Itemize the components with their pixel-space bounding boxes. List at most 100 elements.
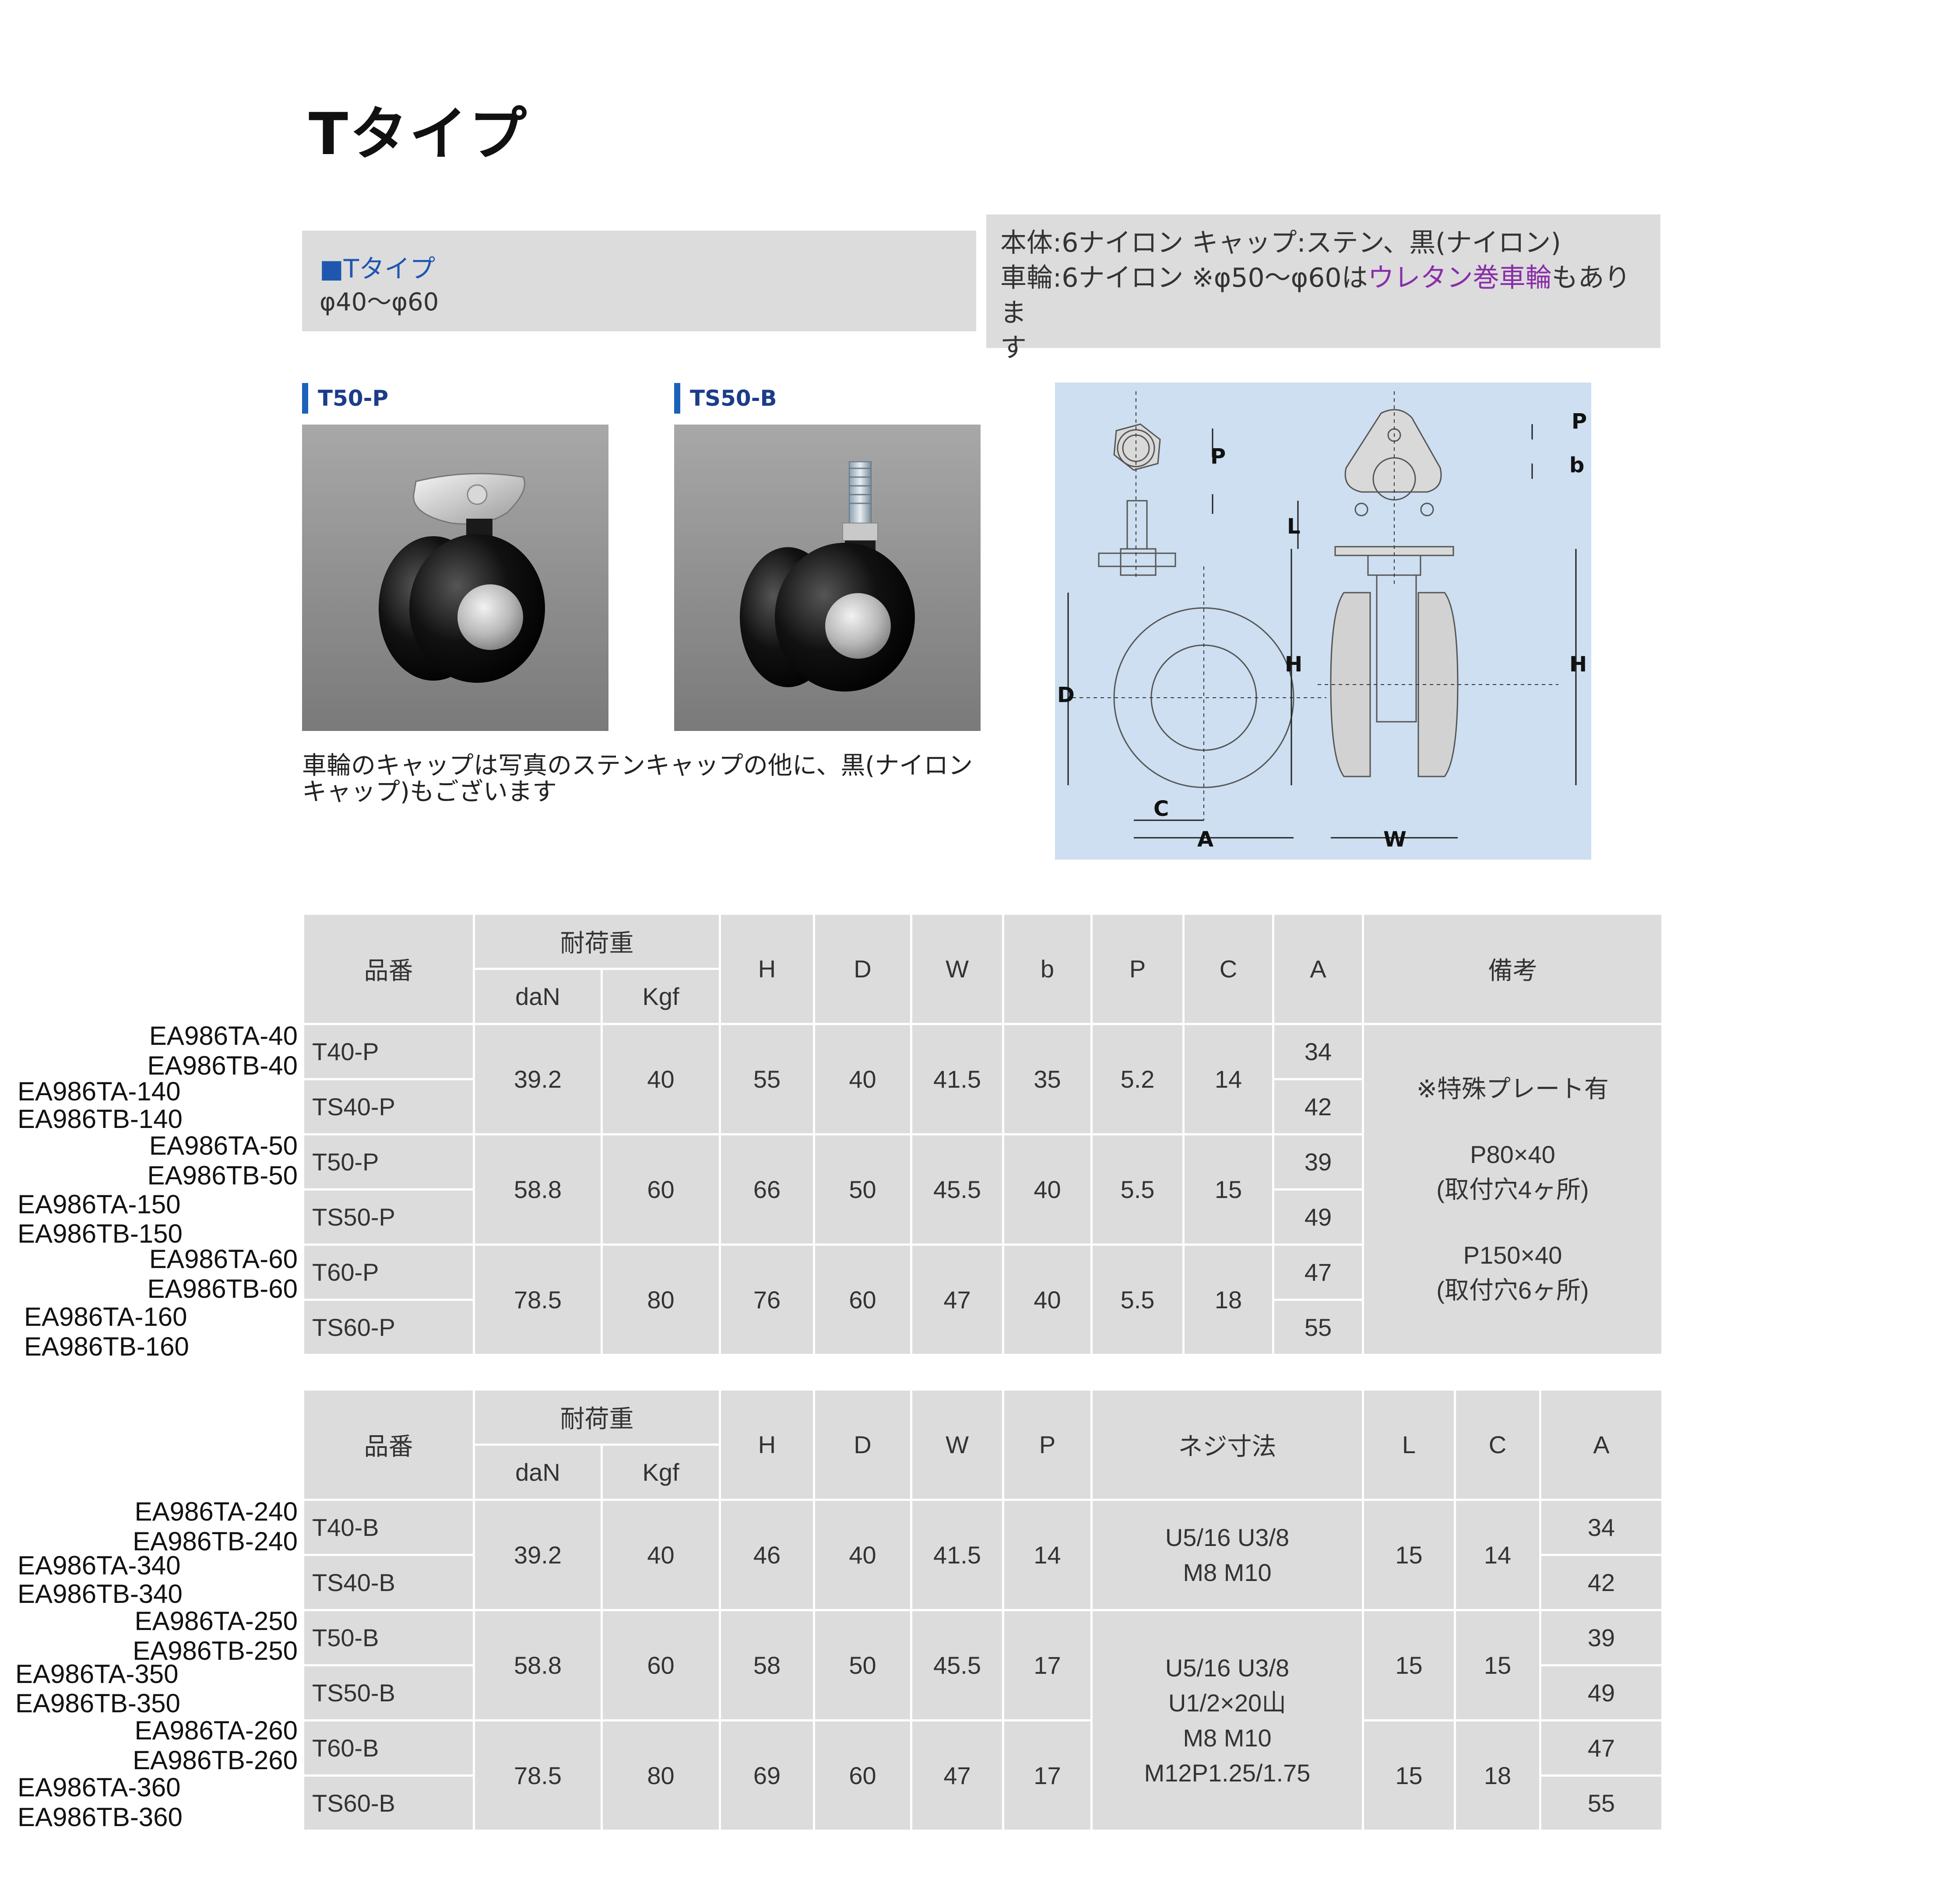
d-cell: 60 xyxy=(813,1719,912,1832)
part-number: EA986TB-250 xyxy=(133,1636,298,1665)
table-row: T50-B 58.8 60 58 50 45.5 17 U5/16 U3/8 U… xyxy=(302,1609,1663,1832)
material-line-2: 車輪:6ナイロン ※φ50〜φ60はウレタン巻車輪もありま xyxy=(1000,260,1648,330)
hdr-l: L xyxy=(1362,1388,1456,1501)
table-row: T50-P 58.8 60 66 50 45.5 40 5.5 15 39 xyxy=(302,1133,1663,1246)
part-number: EA986TB-150 xyxy=(18,1219,183,1248)
w-cell: 47 xyxy=(910,1244,1004,1356)
hdr-p: P xyxy=(1090,913,1185,1025)
p-cell: 5.5 xyxy=(1090,1244,1185,1356)
hdr-load: 耐荷重 xyxy=(473,1388,721,1446)
table-row: TS40-B 42 xyxy=(302,1554,1663,1611)
kgf-cell: 80 xyxy=(601,1244,721,1356)
series-info-box: ■Tタイプ φ40〜φ60 xyxy=(302,231,976,331)
p-cell: 14 xyxy=(1002,1499,1093,1611)
table-row: T60-B 78.5 80 69 60 47 17 15 18 47 xyxy=(302,1719,1663,1832)
thread-g2-line-3: M8 M10 xyxy=(1183,1724,1272,1752)
hdr-load: 耐荷重 xyxy=(473,913,721,970)
part-number: EA986TB-360 xyxy=(18,1802,183,1832)
model-cell: T60-B xyxy=(302,1719,475,1777)
a-cell: 47 xyxy=(1272,1244,1364,1301)
photo-caption: 車輪のキャップは写真のステンキャップの他に、黒(ナイロン キャップ)もございます xyxy=(302,753,985,805)
dan-cell: 58.8 xyxy=(473,1133,603,1246)
a-cell: 39 xyxy=(1272,1133,1364,1191)
p-cell: 5.5 xyxy=(1090,1133,1185,1246)
caster-bolt-brake-photo xyxy=(674,425,981,731)
table-row: TS40-P 42 xyxy=(302,1078,1663,1135)
part-number: EA986TA-340 xyxy=(18,1551,181,1580)
thread-cell: U5/16 U3/8 U1/2×20山 M8 M10 M12P1.25/1.75 xyxy=(1090,1609,1364,1832)
hdr-w: W xyxy=(910,1388,1004,1501)
l-cell: 15 xyxy=(1362,1719,1456,1832)
diagram-label-c: C xyxy=(1153,797,1169,821)
photo-label-t50p: T50-P xyxy=(302,383,388,414)
material-line-3: す xyxy=(1000,333,1027,363)
material-line-2b: もありま xyxy=(1000,263,1631,328)
h-cell: 55 xyxy=(719,1023,815,1135)
urethane-wheel-link[interactable]: ウレタン巻車輪 xyxy=(1368,263,1552,293)
a-cell: 55 xyxy=(1272,1299,1364,1356)
p-cell: 17 xyxy=(1002,1609,1093,1721)
hdr-dan: daN xyxy=(473,968,603,1025)
model-cell: TS40-B xyxy=(302,1554,475,1611)
model-cell: T50-B xyxy=(302,1609,475,1666)
h-cell: 69 xyxy=(719,1719,815,1832)
model-cell: TS40-P xyxy=(302,1078,475,1135)
h-cell: 76 xyxy=(719,1244,815,1356)
part-number: EA986TA-360 xyxy=(18,1773,181,1802)
part-number: EA986TB-240 xyxy=(133,1527,298,1556)
notes-cell: ※特殊プレート有 P80×40 (取付穴4ヶ所) P150×40 (取付穴6ヶ所… xyxy=(1362,1023,1663,1356)
part-number: EA986TA-160 xyxy=(24,1302,187,1331)
hdr-c: C xyxy=(1182,913,1274,1025)
hdr-dan: daN xyxy=(473,1444,603,1501)
dan-cell: 39.2 xyxy=(473,1499,603,1611)
h-cell: 58 xyxy=(719,1609,815,1721)
dimension-diagram: P b P L H H D C A W xyxy=(1055,383,1591,860)
model-cell: TS60-B xyxy=(302,1774,475,1832)
part-number: EA986TA-260 xyxy=(134,1716,298,1745)
table-row: T40-B 39.2 40 46 40 41.5 14 U5/16 U3/8 M… xyxy=(302,1499,1663,1611)
a-cell: 49 xyxy=(1539,1664,1663,1721)
photo-caption-line-2: キャップ)もございます xyxy=(302,778,557,806)
thread-g1-line-1: U5/16 U3/8 xyxy=(1165,1523,1290,1551)
plate-type-spec-table: 品番 耐荷重 H D W b P C A 備考 daN Kgf T40-P 39… xyxy=(302,913,1663,1356)
part-number: EA986TB-40 xyxy=(147,1051,298,1080)
hdr-w: W xyxy=(910,913,1004,1025)
hdr-b: b xyxy=(1002,913,1093,1025)
diagram-label-w: W xyxy=(1383,827,1407,852)
model-cell: T50-P xyxy=(302,1133,475,1191)
part-number: EA986TA-40 xyxy=(149,1021,298,1050)
p-cell: 17 xyxy=(1002,1719,1093,1832)
a-cell: 34 xyxy=(1539,1499,1663,1556)
material-line-1: 本体:6ナイロン キャップ:ステン、黒(ナイロン) xyxy=(1000,228,1561,258)
diagram-label-d: D xyxy=(1057,683,1075,707)
d-cell: 60 xyxy=(813,1244,912,1356)
a-cell: 49 xyxy=(1272,1188,1364,1246)
part-number: EA986TB-340 xyxy=(18,1579,183,1609)
diagram-label-a: A xyxy=(1197,827,1213,852)
note-special-plate: ※特殊プレート有 xyxy=(1417,1075,1609,1103)
dan-cell: 58.8 xyxy=(473,1609,603,1721)
h-cell: 46 xyxy=(719,1499,815,1611)
series-title-link[interactable]: ■Tタイプ xyxy=(320,254,436,284)
l-cell: 15 xyxy=(1362,1609,1456,1721)
page-title: Tタイプ xyxy=(309,101,529,168)
a-cell: 42 xyxy=(1539,1554,1663,1611)
w-cell: 45.5 xyxy=(910,1609,1004,1721)
part-number: EA986TA-250 xyxy=(134,1606,298,1636)
model-cell: TS60-P xyxy=(302,1299,475,1356)
thread-g2-line-4: M12P1.25/1.75 xyxy=(1144,1759,1311,1787)
table-row: TS50-B 49 xyxy=(302,1664,1663,1721)
diagram-label-h-left: H xyxy=(1285,652,1302,677)
kgf-cell: 60 xyxy=(601,1133,721,1246)
dan-cell: 78.5 xyxy=(473,1719,603,1832)
caster-plate-photo xyxy=(302,425,608,731)
part-number: EA986TA-50 xyxy=(149,1131,298,1160)
c-cell: 15 xyxy=(1454,1609,1541,1721)
part-number: EA986TA-240 xyxy=(134,1497,298,1526)
thread-cell: U5/16 U3/8 M8 M10 xyxy=(1090,1499,1364,1611)
diagram-label-p-left: P xyxy=(1210,444,1226,469)
note-plate-80: P80×40 xyxy=(1470,1140,1555,1168)
l-cell: 15 xyxy=(1362,1499,1456,1611)
series-size-range: φ40〜φ60 xyxy=(320,288,439,316)
a-cell: 55 xyxy=(1539,1774,1663,1832)
